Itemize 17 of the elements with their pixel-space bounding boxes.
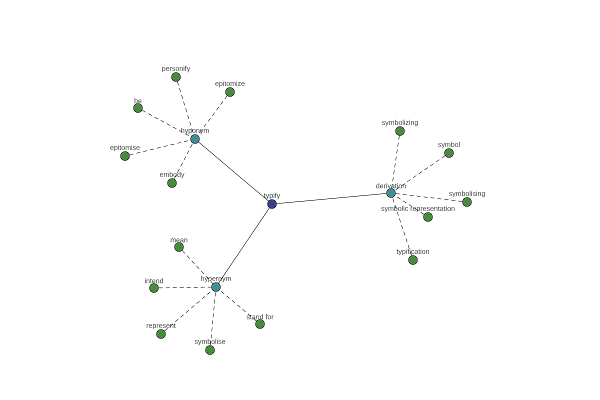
line — [276, 193, 387, 204]
dashed-line — [394, 195, 424, 215]
dashed-line — [219, 290, 257, 322]
dashed-line — [210, 291, 216, 346]
dashed-line — [395, 193, 463, 202]
dashed-line — [164, 290, 213, 332]
dashed-line — [391, 135, 400, 189]
line — [198, 142, 269, 202]
dashed-line — [158, 286, 212, 288]
dashed-line — [177, 81, 194, 135]
dashed-line — [198, 96, 228, 136]
dashed-line — [182, 250, 214, 284]
dashed-line — [394, 155, 446, 191]
dashed-line — [142, 110, 192, 137]
line — [218, 208, 270, 284]
dashed-line — [392, 197, 412, 256]
dashed-line — [174, 142, 194, 180]
